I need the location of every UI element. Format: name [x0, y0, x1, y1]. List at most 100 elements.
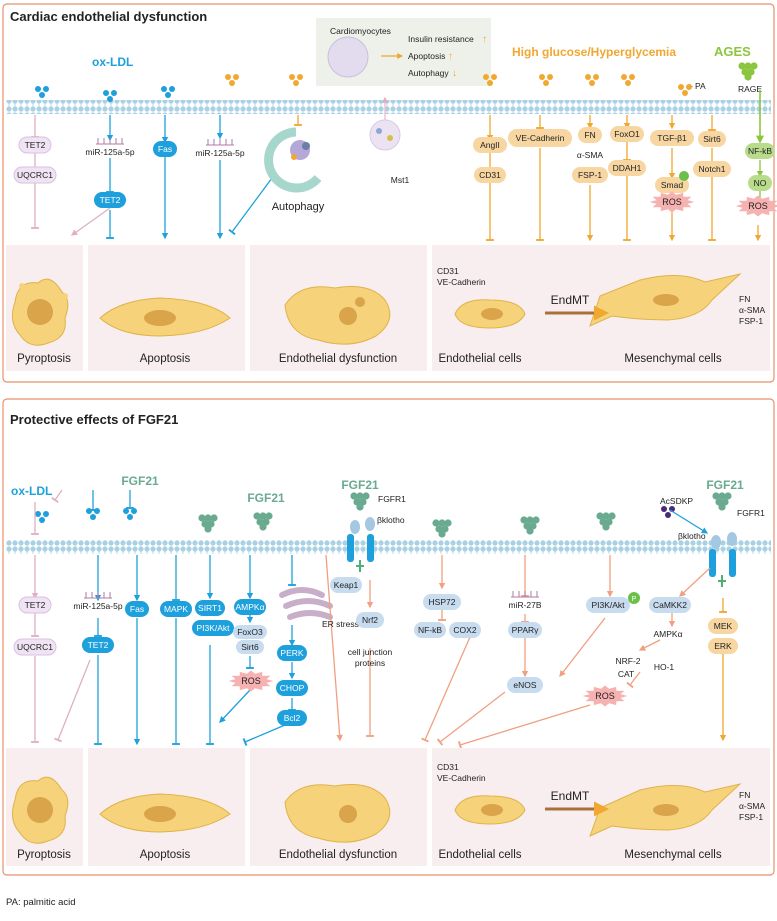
p1-no: NO	[748, 175, 772, 191]
p2-endo-cells-label: Endothelial cells	[438, 849, 521, 861]
p2-fgf21-particles-6	[712, 492, 732, 511]
svg-text:DDAH1: DDAH1	[613, 163, 642, 173]
p1-ros-b: ROS	[735, 195, 777, 217]
p2-mek: MEK	[708, 618, 738, 634]
panel1-pa: PA	[695, 81, 706, 91]
p1-nfkb: NF-kB	[745, 143, 775, 159]
p2-hsp72: HSP72	[423, 594, 461, 610]
membrane-1	[6, 100, 771, 114]
p2-endmt-label: EndMT	[551, 789, 590, 803]
svg-text:FSP-1: FSP-1	[578, 170, 602, 180]
p2-fas: Fas	[125, 601, 149, 617]
svg-text:COX2: COX2	[453, 625, 476, 635]
glucose-particles-3	[539, 74, 553, 86]
p2-cjp-0: cell junction	[348, 647, 393, 657]
panel1-title: Cardiac endothelial dysfunction	[10, 9, 207, 24]
p2-pyroptosis-cell	[11, 776, 69, 844]
svg-text:NF-kB: NF-kB	[748, 146, 772, 156]
svg-text:TET2: TET2	[25, 600, 46, 610]
svg-text:P: P	[632, 596, 637, 603]
panel2-fgfr1-b: FGFR1	[737, 508, 765, 518]
p1-foxo1: FoxO1	[610, 126, 644, 142]
svg-text:FoxO3: FoxO3	[237, 627, 263, 637]
svg-text:ROS: ROS	[748, 201, 768, 211]
svg-text:TET2: TET2	[25, 140, 46, 150]
svg-text:CHOP: CHOP	[280, 683, 305, 693]
p2-fgf21-particles-5	[596, 512, 616, 531]
svg-text:ROS: ROS	[595, 691, 615, 701]
p2-mapk: MAPK	[160, 601, 192, 617]
p2-marker-right-0: FN	[739, 790, 750, 800]
p1-endo-cells-label: Endothelial cells	[438, 353, 521, 365]
svg-text:TGF-β1: TGF-β1	[657, 133, 687, 143]
panel2-bklotho-b: βklotho	[678, 531, 706, 541]
p2-uqcrc1: UQCRC1	[13, 638, 57, 656]
ox-ldl-particles-2	[161, 86, 175, 98]
p1-marker-right-0: FN	[739, 294, 750, 304]
svg-text:PI3K/Akt: PI3K/Akt	[591, 600, 625, 610]
p1-marker-left-0: CD31	[437, 266, 459, 276]
svg-text:MAPK: MAPK	[164, 604, 188, 614]
svg-text:HSP72: HSP72	[429, 597, 456, 607]
p2-fgf21-particles-1	[253, 512, 273, 531]
p1-apoptosis-cell	[99, 297, 231, 337]
inset-cell-icon	[327, 36, 369, 78]
pa-particles	[678, 84, 692, 96]
p1-tet2-b: TET2	[94, 192, 126, 208]
svg-text:AngII: AngII	[480, 140, 500, 150]
p2-endothelial-cell	[454, 795, 526, 825]
p1-mst1: Mst1	[391, 175, 410, 185]
p1-mesenchymal-cell	[589, 273, 742, 327]
p1-angii: AngII	[473, 137, 507, 153]
p2-endo-dys-label: Endothelial dysfunction	[279, 849, 397, 861]
glucose-particles-4	[585, 74, 599, 86]
svg-text:Sirt6: Sirt6	[703, 134, 721, 144]
p2-apoptosis-label: Apoptosis	[140, 849, 191, 861]
svg-text:ROS: ROS	[241, 676, 261, 686]
p2-pi3k2: PI3K/Akt	[586, 597, 630, 613]
glucose-particles-1	[289, 74, 303, 86]
svg-text:↑: ↑	[482, 34, 487, 45]
svg-text:Notch1: Notch1	[699, 164, 726, 174]
svg-text:FN: FN	[584, 130, 595, 140]
panel1-high-glucose: High glucose/Hyperglycemia	[512, 45, 676, 59]
p2-fgf21-label-1: FGF21	[247, 491, 285, 505]
p1-endmt-label: EndMT	[551, 293, 590, 307]
p2-fgf21-particles-4	[520, 516, 540, 535]
glucose-particles-5	[621, 74, 635, 86]
p1-fn: FN	[578, 127, 602, 143]
receptor-icon-a	[347, 517, 375, 572]
svg-text:α-SMA: α-SMA	[577, 150, 603, 160]
p2-nfkb: NF-kB	[414, 622, 446, 638]
p1-endo-dys-label: Endothelial dysfunction	[279, 353, 397, 365]
svg-text:VE-Cadherin: VE-Cadherin	[516, 133, 565, 143]
p1-smad: Smad	[655, 177, 689, 193]
svg-text:Sirt6: Sirt6	[241, 642, 259, 652]
p1-vecad: VE-Cadherin	[508, 129, 572, 147]
inset-insulin: Insulin resistance	[408, 34, 474, 44]
p2-foxo3: FoxO3	[233, 625, 267, 639]
p2-nrf2: Nrf2	[356, 612, 384, 628]
svg-text:AMPKα: AMPKα	[235, 602, 264, 612]
p1-ddah1: DDAH1	[608, 160, 646, 176]
svg-text:UQCRC1: UQCRC1	[17, 642, 53, 652]
svg-text:miR-27B: miR-27B	[508, 600, 541, 610]
svg-text:Fas: Fas	[130, 604, 144, 614]
panel2-title: Protective effects of FGF21	[10, 412, 178, 427]
p2-endo-dys-cell	[284, 784, 391, 843]
p2-phospho-badge: P	[628, 592, 640, 604]
p1-uqcrc1: UQCRC1	[13, 166, 57, 184]
p1-endo-dys-cell	[284, 286, 391, 345]
p1-asma: α-SMA	[577, 150, 603, 160]
p2-mesenchymal-cell	[589, 783, 742, 837]
inset-apoptosis: Apoptosis	[408, 51, 445, 61]
svg-text:NRF-2: NRF-2	[615, 656, 640, 666]
p2-cjp-1: proteins	[355, 658, 385, 668]
p2-er-stress: ER stress	[322, 619, 359, 629]
p2-ppar: PPARγ	[508, 622, 542, 638]
inset-cardiomyocytes: Cardiomyocytes	[330, 26, 391, 36]
p2-perk: PERK	[277, 645, 307, 661]
svg-text:miR-125a-5p: miR-125a-5p	[73, 601, 122, 611]
p2-marker-left-0: CD31	[437, 762, 459, 772]
